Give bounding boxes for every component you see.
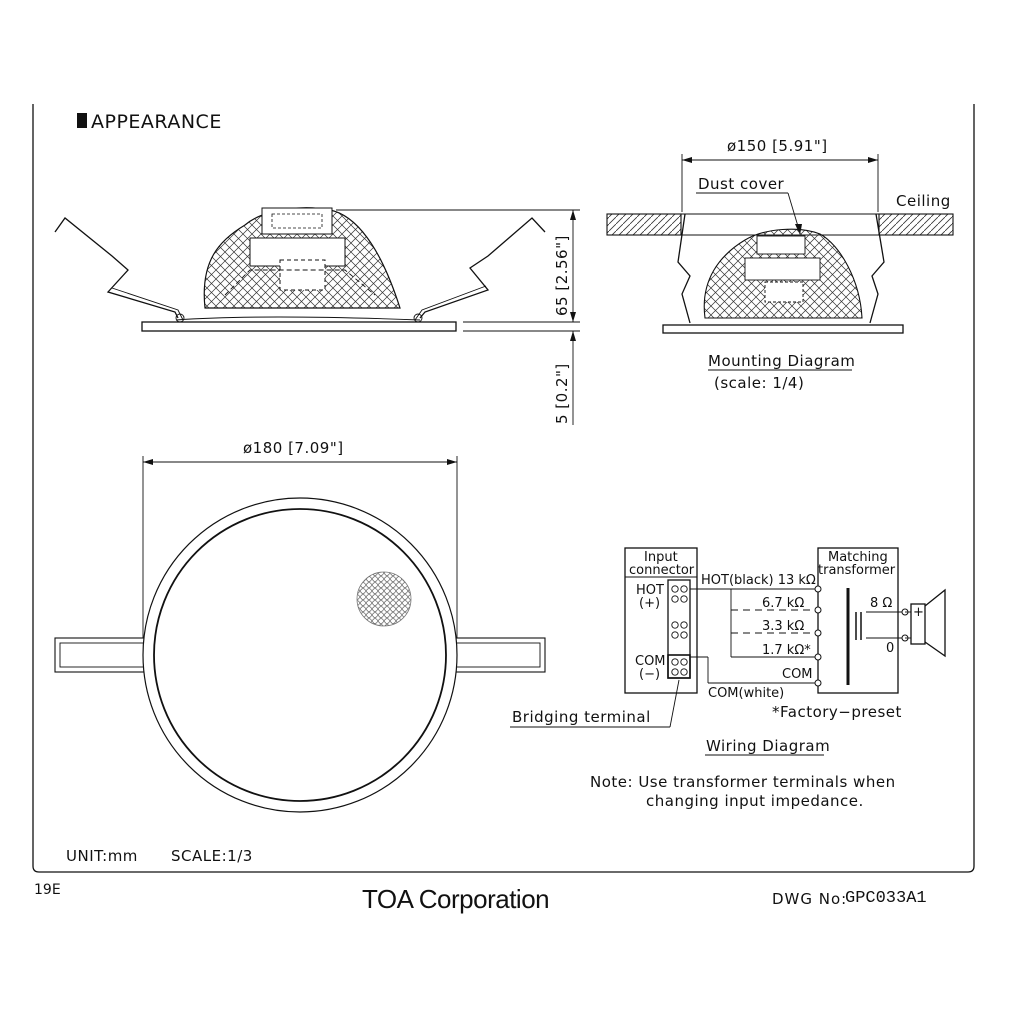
speaker-icon — [910, 603, 926, 645]
spring-clip-left — [54, 217, 179, 319]
inner-grille — [153, 508, 447, 802]
unit-label: UNIT:mm — [66, 847, 138, 865]
wiring-diagram-title: Wiring Diagram — [706, 737, 830, 755]
outer-rim — [142, 497, 458, 813]
mount-diameter-dimension: ø150 [5.91"] — [727, 137, 828, 155]
ceiling-left — [606, 213, 682, 236]
spring-clip-right — [419, 217, 546, 319]
tap-6-7k: 6.7 kΩ — [762, 596, 804, 611]
front-view: ø180 [7.09"] — [54, 439, 546, 813]
mounting-diagram: ø150 [5.91"] Ceiling Dust cover Mounting… — [606, 137, 954, 392]
tap-1-7k: 1.7 kΩ* — [762, 643, 811, 658]
com-label: COM — [635, 654, 666, 669]
note-line-2: changing input impedance. — [646, 792, 864, 810]
wiring-diagram: Input connector HOT (+) COM (−) Matching… — [510, 547, 946, 810]
outer-diameter-dimension: ø180 [7.09"] — [243, 439, 344, 457]
transformer-label-1: Matching — [828, 550, 888, 565]
clip-tab-left — [54, 637, 156, 673]
hot-sign: (+) — [639, 596, 660, 611]
flange-dimension: 5 [0.2"] — [553, 363, 571, 424]
tap-13k: HOT(black) 13 kΩ — [701, 573, 816, 588]
dust-cover-label: Dust cover — [698, 175, 785, 193]
factory-preset-note: *Factory−preset — [772, 703, 902, 721]
mounting-diagram-title: Mounting Diagram — [708, 352, 855, 370]
drawing-number-label: DWG No: — [772, 890, 848, 908]
input-connector-box — [624, 547, 698, 694]
mic-grill-icon — [356, 571, 412, 627]
ceiling-right — [878, 213, 954, 236]
com-white-label: COM(white) — [708, 686, 784, 701]
note-line-1: Note: Use transformer terminals when — [590, 773, 896, 791]
section-marker-icon — [77, 113, 87, 128]
zero-label: 0 — [886, 641, 894, 656]
page-number: 19E — [34, 882, 61, 898]
tap-com: COM — [782, 667, 813, 682]
input-label-1: Input — [644, 550, 678, 565]
scale-label: SCALE:1/3 — [171, 847, 253, 865]
drawing-frame — [32, 104, 975, 873]
height-dimension: 65 [2.56"] — [553, 235, 571, 316]
side-view: 65 [2.56"] 5 [0.2"] — [54, 207, 580, 425]
mounting-scale: (scale: 1/4) — [714, 374, 804, 392]
bridging-terminal-label: Bridging terminal — [512, 708, 651, 726]
transformer-label-2: transformer — [818, 563, 896, 578]
ceiling-label: Ceiling — [896, 192, 951, 210]
input-label-2: connector — [629, 563, 695, 578]
drawing-number: GPC033A1 — [845, 889, 927, 908]
section-title: APPEARANCE — [91, 111, 222, 133]
svg-text:+: + — [913, 605, 924, 620]
bridging-terminal-block — [667, 654, 691, 679]
hot-label: HOT — [636, 583, 664, 598]
ohm-8-label: 8 Ω — [870, 596, 892, 611]
clip-tab-right — [444, 637, 546, 673]
transformer-box — [817, 547, 899, 694]
com-sign: (−) — [639, 667, 660, 682]
company-name: TOA Corporation — [362, 884, 550, 914]
tap-3-3k: 3.3 kΩ — [762, 619, 804, 634]
